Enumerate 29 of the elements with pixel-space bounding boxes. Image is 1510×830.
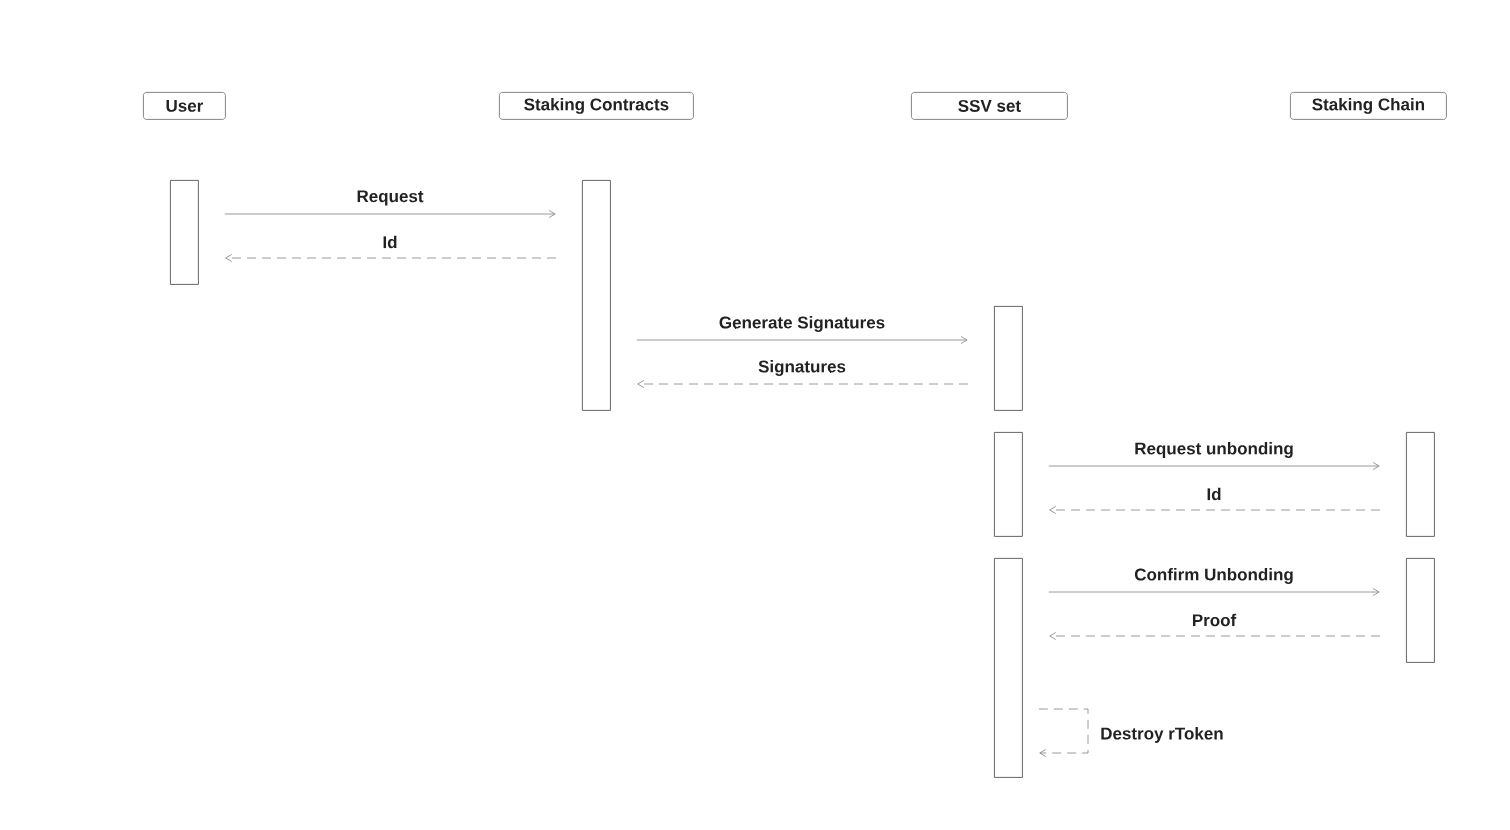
participant-box: Staking Contracts bbox=[499, 92, 694, 120]
edge-label: Request bbox=[354, 188, 426, 208]
arrow bbox=[1038, 708, 1089, 757]
activation-bar bbox=[1406, 432, 1435, 537]
participant-box: Staking Chain bbox=[1290, 92, 1447, 120]
arrow bbox=[1048, 462, 1380, 470]
activation-bar bbox=[1406, 558, 1435, 663]
arrow bbox=[1048, 588, 1380, 596]
activation-bar bbox=[582, 180, 611, 411]
activation-bar bbox=[994, 432, 1023, 537]
activation-bar bbox=[170, 180, 199, 285]
arrow bbox=[637, 380, 969, 388]
edge-label: Id bbox=[1204, 485, 1224, 503]
arrow bbox=[1049, 506, 1381, 514]
edge-label: Signatures bbox=[756, 358, 848, 378]
edge-label: Destroy rToken bbox=[1098, 725, 1226, 745]
arrow bbox=[1049, 632, 1381, 640]
edge-label: Confirm Unbonding bbox=[1132, 566, 1296, 586]
activation-bar bbox=[994, 306, 1023, 411]
participant-box: SSV set bbox=[911, 92, 1068, 120]
edge-label: Id bbox=[380, 233, 400, 251]
arrow bbox=[224, 210, 556, 218]
participant-box: User bbox=[143, 92, 226, 120]
edge-label: Generate Signatures bbox=[716, 314, 888, 334]
edge-label: Proof bbox=[1189, 611, 1239, 629]
arrow bbox=[636, 336, 968, 344]
activation-bar bbox=[994, 558, 1023, 778]
edge-label: Request unbonding bbox=[1132, 440, 1296, 460]
arrow bbox=[225, 254, 557, 262]
